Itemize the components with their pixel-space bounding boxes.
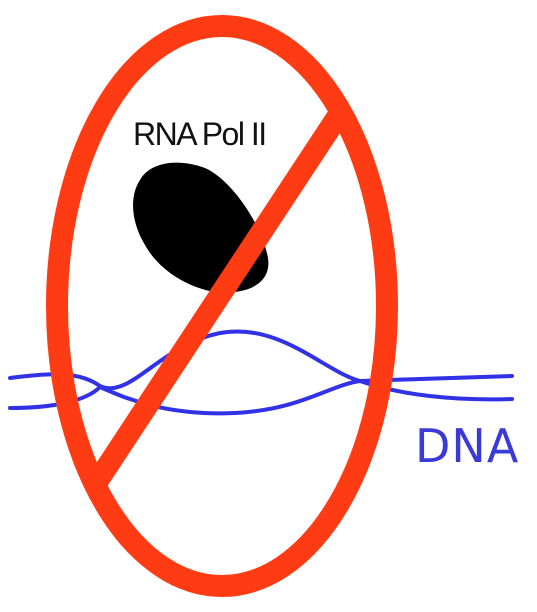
rna-pol-ii-shape [133,163,268,293]
prohibition-slash [95,116,338,485]
rna-pol-ii-label: RNA Pol II [133,116,266,152]
dna-label: DNA [415,419,519,473]
prohibition-icon [57,26,387,586]
dna-strand-upper [10,331,512,388]
dna-strand-lower [10,381,512,413]
dna-strands [10,331,512,413]
